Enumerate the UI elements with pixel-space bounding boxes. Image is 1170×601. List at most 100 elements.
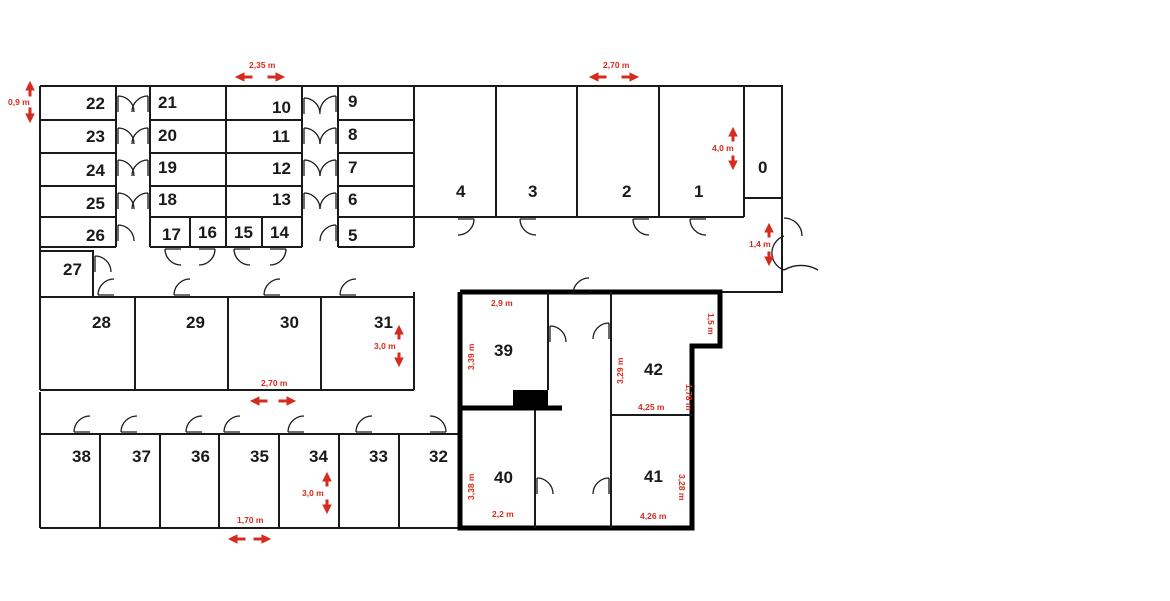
arrow-up-icon bbox=[25, 80, 35, 97]
door-icon bbox=[185, 415, 203, 433]
room-29-label: 29 bbox=[186, 313, 205, 332]
arrow-right-icon bbox=[278, 396, 297, 406]
door-icon bbox=[269, 248, 287, 266]
room-0-label: 0 bbox=[758, 158, 767, 177]
door-icon bbox=[319, 159, 337, 177]
room-22-label: 22 bbox=[86, 94, 105, 113]
room-15-label: 15 bbox=[234, 223, 253, 242]
room-33-label: 33 bbox=[369, 447, 388, 466]
room-10-label: 10 bbox=[272, 98, 291, 117]
dim-label: 3,29 m bbox=[615, 357, 625, 384]
room-1-label: 1 bbox=[694, 182, 703, 201]
door-icon bbox=[94, 255, 112, 273]
room-18-label: 18 bbox=[158, 190, 177, 209]
room-28-label: 28 bbox=[92, 313, 111, 332]
door-icon bbox=[198, 248, 216, 266]
door-icon bbox=[303, 192, 321, 210]
door-icon bbox=[457, 218, 475, 236]
door-icon bbox=[97, 278, 115, 296]
doors bbox=[73, 95, 819, 495]
arrow-left-icon bbox=[227, 534, 246, 544]
room-17-label: 17 bbox=[162, 225, 181, 244]
door-icon bbox=[117, 192, 135, 210]
door-icon bbox=[131, 159, 149, 177]
door-icon bbox=[592, 477, 610, 495]
room-3-label: 3 bbox=[528, 182, 537, 201]
door-icon bbox=[131, 127, 149, 145]
arrow-up-icon bbox=[322, 471, 332, 487]
door-icon bbox=[319, 224, 337, 242]
walls bbox=[39, 85, 783, 529]
dim-label: 2,70 m bbox=[603, 60, 630, 70]
door-icon bbox=[263, 278, 281, 296]
dim-label: 2,70 m bbox=[261, 378, 288, 388]
dim-label: 3,39 m bbox=[466, 343, 476, 370]
door-icon bbox=[519, 218, 537, 236]
wing-walls bbox=[457, 289, 723, 531]
door-icon bbox=[549, 325, 567, 343]
arrow-down-icon bbox=[322, 499, 332, 515]
arrow-down-icon bbox=[728, 155, 738, 171]
dim-label: 2,35 m bbox=[249, 60, 276, 70]
door-icon bbox=[339, 278, 357, 296]
room-19-label: 19 bbox=[158, 158, 177, 177]
arrow-up-icon bbox=[728, 126, 738, 142]
room-34-label: 34 bbox=[309, 447, 328, 466]
door-icon bbox=[223, 415, 241, 433]
arrow-up-icon bbox=[764, 222, 774, 238]
door-icon bbox=[303, 127, 321, 145]
room-2-label: 2 bbox=[622, 182, 631, 201]
door-icon bbox=[689, 218, 707, 236]
room-32-label: 32 bbox=[429, 447, 448, 466]
room-38-label: 38 bbox=[72, 447, 91, 466]
room-9-label: 9 bbox=[348, 92, 357, 111]
door-icon bbox=[117, 127, 135, 145]
door-icon bbox=[117, 159, 135, 177]
door-icon bbox=[319, 192, 337, 210]
room-40-label: 40 bbox=[494, 468, 513, 487]
dim-label: 4,0 m bbox=[712, 143, 734, 153]
room-41-label: 41 bbox=[644, 467, 663, 486]
room-26-label: 26 bbox=[86, 226, 105, 245]
door-icon bbox=[120, 415, 138, 433]
dimension-arrows bbox=[25, 72, 774, 544]
door-icon bbox=[73, 415, 91, 433]
door-icon bbox=[173, 278, 191, 296]
dim-label: 1,78 m bbox=[684, 384, 694, 411]
arrow-right-icon bbox=[621, 72, 640, 82]
arrow-right-icon bbox=[267, 72, 286, 82]
room-6-label: 6 bbox=[348, 190, 357, 209]
door-icon bbox=[429, 415, 447, 433]
dim-label: 3,28 m bbox=[677, 474, 687, 501]
dimension-labels: 2,35 m 2,70 m 0,9 m 4,0 m 1,4 m 3,0 m 2,… bbox=[8, 60, 771, 525]
door-icon bbox=[131, 192, 149, 210]
dim-label: 4,25 m bbox=[638, 402, 665, 412]
dim-label: 1,70 m bbox=[237, 515, 264, 525]
room-37-label: 37 bbox=[132, 447, 151, 466]
dim-label: 3,38 m bbox=[466, 473, 476, 500]
dim-label: 2,9 m bbox=[491, 298, 513, 308]
arrow-left-icon bbox=[234, 72, 253, 82]
room-labels: 22 23 24 25 26 27 21 20 19 18 17 16 15 1… bbox=[63, 92, 767, 487]
room-7-label: 7 bbox=[348, 158, 357, 177]
arrow-left-icon bbox=[249, 396, 268, 406]
room-5-label: 5 bbox=[348, 226, 357, 245]
room-16-label: 16 bbox=[198, 223, 217, 242]
door-icon bbox=[233, 248, 251, 266]
door-icon bbox=[131, 95, 149, 113]
arrow-down-icon bbox=[764, 251, 774, 267]
door-icon bbox=[117, 224, 135, 242]
door-icon bbox=[164, 248, 182, 266]
room-25-label: 25 bbox=[86, 194, 105, 213]
door-icon bbox=[632, 218, 650, 236]
dim-label: 3,0 m bbox=[374, 341, 396, 351]
room-12-label: 12 bbox=[272, 159, 291, 178]
room-4-label: 4 bbox=[456, 182, 466, 201]
room-13-label: 13 bbox=[272, 190, 291, 209]
dim-label: 3,0 m bbox=[302, 488, 324, 498]
dim-label: 4,26 m bbox=[640, 511, 667, 521]
door-icon bbox=[355, 415, 373, 433]
door-icon bbox=[572, 277, 590, 295]
room-27-label: 27 bbox=[63, 260, 82, 279]
